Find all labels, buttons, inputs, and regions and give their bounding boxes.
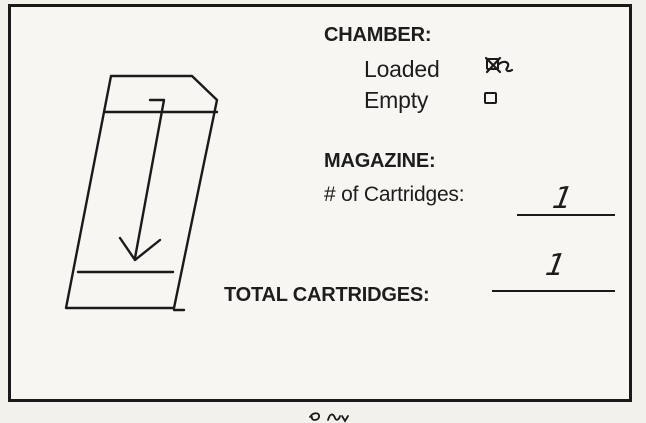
empty-checkbox[interactable] (484, 92, 497, 104)
empty-label: Empty (364, 87, 429, 113)
evidence-form-card (8, 4, 632, 402)
total-cartridges-field-line[interactable] (492, 290, 615, 292)
chamber-heading: CHAMBER: (324, 24, 432, 46)
magazine-diagram (64, 74, 219, 312)
total-cartridges-label: TOTAL CARTRIDGES: (224, 284, 430, 306)
checkmark-x-icon (484, 56, 514, 74)
down-arrow-icon (118, 98, 166, 262)
magazine-outline (64, 74, 219, 310)
handwriting-scribble (309, 412, 349, 423)
loaded-label: Loaded (364, 56, 440, 82)
cartridges-label: # of Cartridges: (324, 183, 465, 206)
magazine-heading: MAGAZINE: (324, 150, 436, 172)
cartridges-field-line[interactable] (517, 214, 615, 216)
